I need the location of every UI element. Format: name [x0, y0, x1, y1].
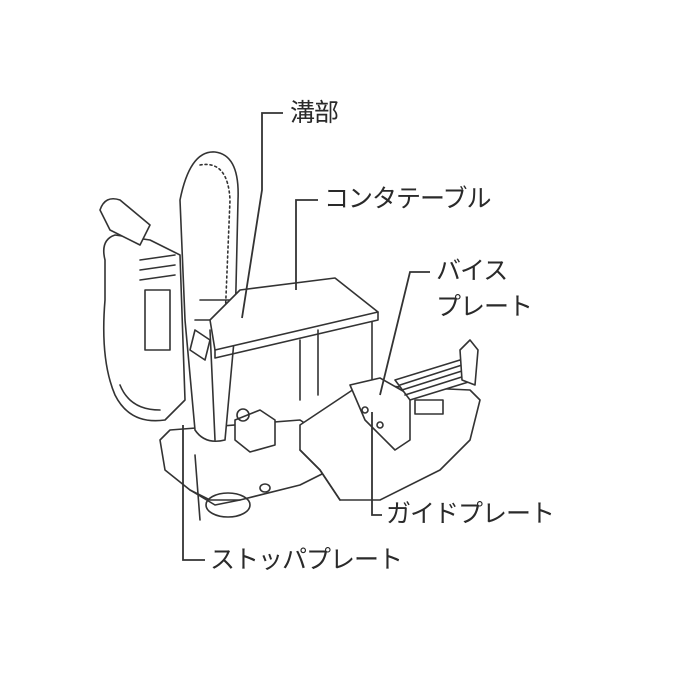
label-groove: 溝部 — [290, 98, 339, 127]
label-vise-plate-1: バイス — [436, 256, 508, 285]
label-stopper-plate: ストッパプレート — [210, 545, 403, 574]
label-guide-plate: ガイドプレート — [386, 499, 555, 528]
blade-wheel — [179, 151, 239, 443]
leader-stopper-plate — [182, 425, 205, 561]
leader-guide-plate — [371, 412, 382, 516]
label-contour-table: コンタテーブル — [324, 184, 492, 213]
stopper-assembly — [194, 408, 276, 521]
leader-vise-plate — [379, 271, 430, 396]
vise-assembly — [349, 339, 479, 451]
leader-groove — [241, 112, 283, 319]
contour-table — [209, 277, 379, 401]
label-vise-plate-2: プレート — [436, 292, 533, 321]
saw-frame — [99, 197, 186, 422]
leader-contour-table — [295, 199, 318, 290]
